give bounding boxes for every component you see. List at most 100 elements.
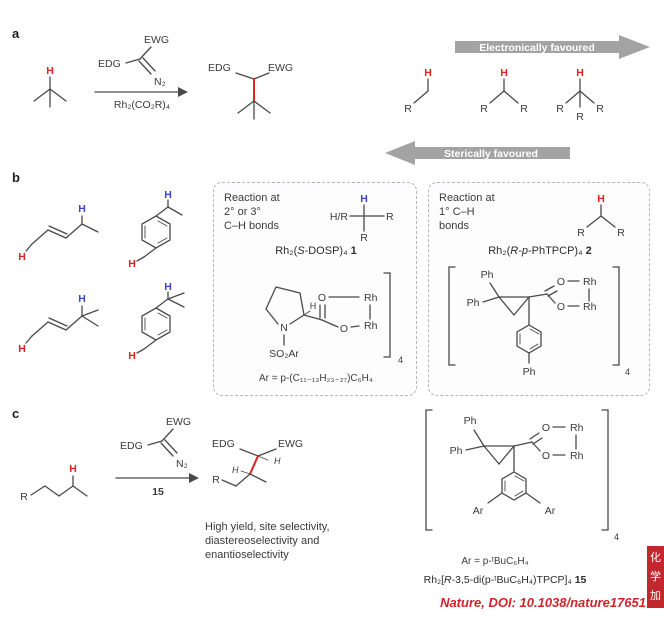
h-stereo-label: H: [232, 465, 239, 475]
ewg-label: EWG: [278, 438, 303, 450]
catalyst-2-name: Rh₂(R-p-PhTPCP)₄ 2: [429, 245, 651, 257]
h-label: H: [597, 193, 605, 205]
bonds: [30, 475, 88, 497]
h-label: H: [46, 65, 54, 77]
structure-c-substrate: R H: [20, 463, 88, 503]
ph-label: Ph: [523, 366, 536, 378]
r-label: R: [360, 232, 368, 244]
h-label: H: [69, 463, 77, 475]
bracket-subscript-4: 4: [614, 532, 619, 542]
bonds: [25, 215, 99, 252]
new-ch-bond: [249, 455, 259, 475]
watermark-char: 化: [650, 551, 661, 564]
r-label: R: [20, 491, 28, 503]
cat1-italic: S: [297, 245, 305, 257]
bonds: [136, 199, 183, 262]
reaction-arrow-c: [115, 473, 199, 483]
h-label: H: [18, 251, 26, 263]
structure-b-substrate-1: H H: [18, 203, 99, 263]
r-label: R: [556, 103, 564, 115]
r-label: R: [404, 103, 412, 115]
h-label: H: [424, 67, 432, 79]
structure-site-tertiary: H R R R: [556, 67, 604, 123]
h-label: H: [164, 281, 172, 293]
bonds: [425, 409, 609, 531]
bonds: [221, 448, 277, 487]
h-label: H: [78, 203, 86, 215]
ar-label: Ar: [545, 505, 556, 517]
ar-label: Ar: [473, 505, 484, 517]
o-atom-label: O: [557, 301, 565, 313]
ph-label: Ph: [481, 269, 494, 281]
bonds: [448, 266, 620, 366]
r-label: R: [577, 227, 585, 239]
box1-caption-line2: 2° or 3°: [224, 206, 261, 218]
n-atom-label: N: [280, 322, 288, 334]
o-atom-label: O: [318, 292, 326, 304]
structure-phtpcp-ligand: Ph Ph O O Rh Rh Ph 4: [448, 266, 630, 378]
cat1-pre: Rh₂(: [275, 245, 298, 257]
bonds: [565, 78, 595, 108]
h-label: H: [500, 67, 508, 79]
box2-caption: Reaction at 1° C–H bonds: [439, 191, 495, 233]
watermark-char: 加: [650, 589, 661, 602]
bonds: [136, 291, 185, 354]
structure-dosp-ligand: N H O O Rh Rh SO₂Ar 4: [265, 272, 403, 365]
watermark-badge: 化 学 加: [647, 546, 664, 608]
box1-caption-line3: C–H bonds: [224, 220, 280, 232]
bonds: [349, 204, 385, 232]
panel-c-label: c: [12, 406, 20, 421]
n2-label: N₂: [176, 458, 188, 470]
r-label: R: [212, 474, 220, 486]
cat2-number: 2: [585, 245, 592, 257]
catalyst-box-phtpcp: Reaction at 1° C–H bonds H R R Rh₂(R-p-P…: [428, 182, 650, 396]
cat2-post: -PhTPCP)₄: [527, 245, 583, 257]
structure-c-diazo: EWG EDG N₂: [120, 416, 191, 470]
ewg-label: EWG: [144, 34, 169, 46]
rh-atom-label: Rh: [570, 422, 584, 434]
structure-b-substrate-3: H H: [18, 293, 99, 355]
box1-caption: Reaction at 2° or 3° C–H bonds: [224, 191, 280, 233]
cat15-pre: Rh₂[: [423, 574, 445, 586]
results-line3: enantioselectivity: [205, 549, 289, 561]
reaction-arrow-a: [94, 87, 188, 97]
h-label: H: [576, 67, 584, 79]
rh-atom-label: Rh: [570, 450, 584, 462]
ar-definition-box1: Ar = p-(C₁₁₋₁₃H₂₃₋₂₇)C₆H₄: [259, 373, 373, 384]
results-line2: diastereoselectivity and: [205, 535, 320, 547]
structure-b-substrate-4: H H: [128, 281, 185, 362]
box1-caption-line1: Reaction at: [224, 192, 280, 204]
catalyst-15-name: Rh₂[R-3,5-di(p-ᵗBuC₆H₄)TPCP]₄ 15: [365, 574, 645, 586]
bonds: [413, 78, 429, 104]
structure-b-substrate-2: H H: [128, 189, 183, 270]
citation-text: Nature, DOI: 10.1038/nature17651: [440, 595, 646, 610]
panel-b-label: b: [12, 170, 20, 185]
h-over-r-label: H/R: [330, 211, 349, 223]
r-label: R: [480, 103, 488, 115]
cat1-post: -DOSP)₄: [304, 245, 348, 257]
box2-caption-line2: 1° C–H: [439, 206, 475, 218]
h-label: H: [360, 193, 368, 205]
edg-label: EDG: [98, 58, 121, 70]
o-atom-label: O: [542, 450, 550, 462]
h-label: H: [164, 189, 172, 201]
r-label: R: [386, 211, 394, 223]
structure-a-substrate: H: [33, 65, 67, 108]
h-label: H: [128, 258, 136, 270]
ewg-label: EWG: [166, 416, 191, 428]
steric-favoured-arrow: Sterically favoured: [385, 141, 570, 165]
h-stereo-label: H: [310, 301, 317, 311]
catalyst-box-dosp: Reaction at 2° or 3° C–H bonds H H/R R R…: [213, 182, 417, 396]
structure-box2-site: H R R: [577, 193, 625, 239]
structure-a-diazo: EWG EDG N₂: [98, 34, 169, 88]
rh-atom-label: Rh: [583, 276, 597, 288]
cat15-post: -3,5-di(p-ᵗBuC₆H₄)TPCP]₄: [451, 574, 572, 586]
h-label: H: [18, 343, 26, 355]
r-label: R: [617, 227, 625, 239]
o-atom-label: O: [542, 422, 550, 434]
edg-label: EDG: [208, 62, 231, 74]
bracket-subscript-4: 4: [398, 355, 403, 365]
r-label: R: [520, 103, 528, 115]
ewg-label: EWG: [268, 62, 293, 74]
h-label: H: [78, 293, 86, 305]
